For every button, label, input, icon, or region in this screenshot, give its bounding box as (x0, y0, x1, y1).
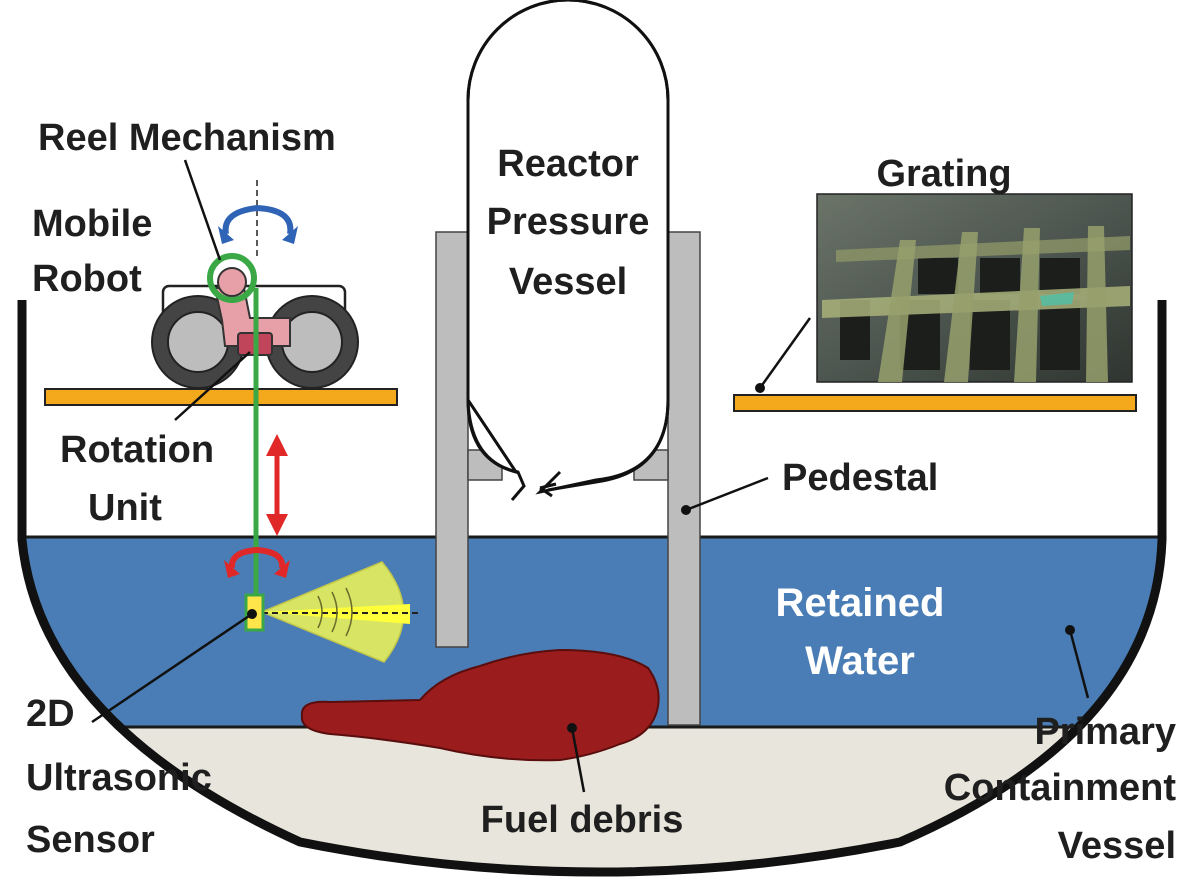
ultrasonic-beam (260, 561, 420, 663)
pedestal (435, 231, 701, 726)
vertical-motion-arrow (266, 434, 288, 536)
label-water-line1: Retained (776, 581, 945, 625)
grating-platform (733, 394, 1137, 412)
left-platform (44, 388, 398, 406)
rotation-arrow-red (228, 546, 286, 569)
label-mobile-robot-line2: Robot (32, 258, 142, 300)
reactor-pressure-vessel (466, 0, 670, 495)
label-sensor-line3: Sensor (26, 819, 155, 861)
label-reel-mechanism: Reel Mechanism (38, 117, 336, 159)
grating-photo (816, 193, 1133, 383)
label-rpv-line2: Pressure (487, 201, 650, 243)
label-fuel-debris: Fuel debris (481, 799, 684, 841)
label-pcv-line1: Primary (1034, 711, 1176, 753)
reel-mechanism (207, 253, 257, 303)
pcv-wall (17, 300, 1167, 877)
label-rotation-unit-line1: Rotation (60, 429, 214, 471)
leader-lines (91, 159, 1090, 793)
label-grating: Grating (876, 153, 1011, 195)
label-mobile-robot-line1: Mobile (32, 203, 152, 245)
fuel-debris (300, 648, 660, 762)
label-sensor-line1: 2D (26, 693, 75, 735)
label-rpv-line1: Reactor (497, 143, 639, 185)
rotation-arrow-blue (222, 204, 294, 235)
label-pcv-line2: Containment (944, 767, 1177, 809)
label-rotation-unit-line2: Unit (88, 487, 162, 529)
label-pcv-line3: Vessel (1058, 825, 1176, 867)
label-sensor-line2: Ultrasonic (26, 757, 212, 799)
label-water-line2: Water (805, 639, 915, 683)
label-pedestal: Pedestal (782, 457, 938, 499)
label-rpv-line3: Vessel (509, 261, 627, 303)
